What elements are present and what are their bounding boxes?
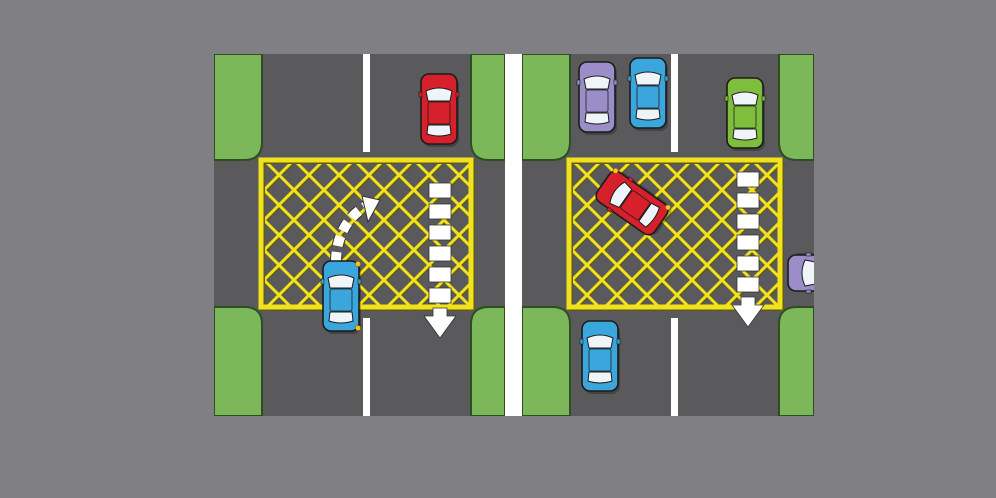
straight-down-arrow xyxy=(731,171,765,328)
straight-down-arrow xyxy=(423,182,457,339)
grass-top-right xyxy=(470,54,505,161)
left-panel xyxy=(214,54,505,416)
red-car xyxy=(418,73,460,147)
lane-marking-top xyxy=(363,54,370,152)
grass-top-right xyxy=(778,54,814,161)
blue-car-bottom xyxy=(579,320,621,394)
lane-marking-top xyxy=(671,54,678,152)
grass-bottom-right xyxy=(470,306,505,416)
grass-bottom-right xyxy=(778,306,814,416)
grass-top-left xyxy=(522,54,571,161)
grass-bottom-left xyxy=(214,306,263,416)
purple-car-edge xyxy=(787,252,814,294)
green-car xyxy=(724,77,766,151)
grass-bottom-left xyxy=(522,306,571,416)
blue-car-top xyxy=(627,57,669,131)
panel-divider xyxy=(505,54,522,416)
blue-car xyxy=(320,260,362,334)
purple-car xyxy=(576,61,618,135)
lane-marking-bottom xyxy=(363,318,370,416)
grass-top-left xyxy=(214,54,263,161)
right-panel xyxy=(522,54,814,416)
yellow-box-junction xyxy=(566,157,784,311)
red-car xyxy=(595,167,672,236)
lane-marking-bottom xyxy=(671,318,678,416)
right-turn-arrow xyxy=(330,195,381,263)
